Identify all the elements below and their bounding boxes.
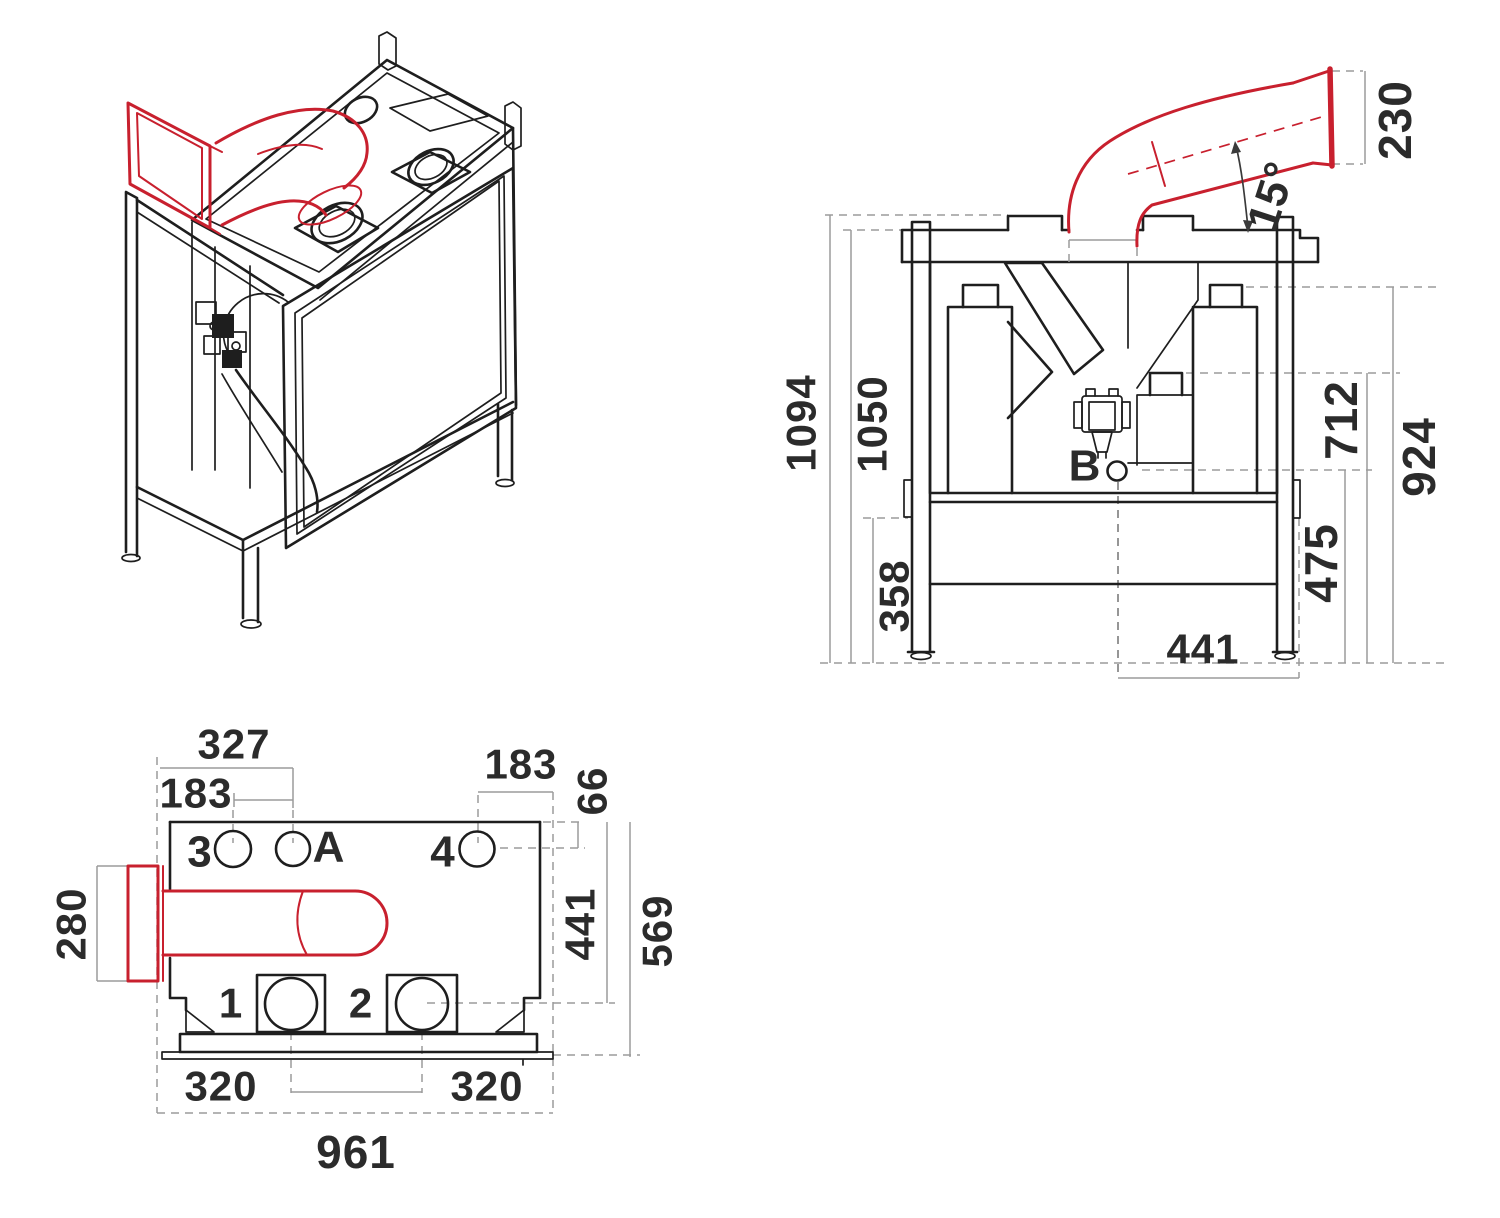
iso-duct-flange [126,101,212,230]
plan-red-duct [126,864,389,983]
iso-duct-entry [297,184,363,226]
plan-bottom-plate [161,1051,554,1066]
iso-collar-rear [390,147,472,195]
rear-left-post [903,220,936,661]
dim-mid-height: 712 [1315,380,1367,460]
rear-filter-right [1191,283,1259,495]
label-port-b: B [1069,442,1102,491]
rear-structure [900,214,1320,661]
rear-motor [1073,388,1131,459]
plan-structure [161,820,554,1066]
rear-funnel [1003,261,1199,420]
plan-port-2-box [385,973,459,1034]
dim-stand-height: 358 [871,559,918,632]
iso-right-post [504,101,522,151]
dim-depth-to-ports: 441 [557,887,604,960]
rear-duct-flange [1291,69,1334,167]
dim-duct-width: 280 [48,887,95,960]
plan-port-4-circle [458,830,496,868]
iso-fan-motor-assembly [195,292,319,514]
rear-collar-left [1006,214,1064,232]
iso-rear-post [378,31,397,71]
plan-dimension-labels: 327 183 183 66 441 569 280 320 320 961 3… [48,721,681,1179]
plan-port-1-circle [263,976,319,1032]
rear-collar-right [1141,214,1195,232]
iso-cabinet-body [190,31,522,550]
dim-front-offset: 327 [197,721,270,768]
plan-port-3-circle [213,829,253,869]
dim-right-port-offset: 183 [484,741,557,788]
plan-view: 327 183 183 66 441 569 280 320 320 961 3… [48,721,681,1179]
rear-elevation-view: 1094 1050 358 712 924 475 441 230 15° B [778,66,1445,679]
dim-bottom-right-offset: 320 [450,1063,523,1110]
plan-duct-flange [126,864,160,983]
label-port-4: 4 [430,828,455,877]
iso-vent-cutout [389,93,489,132]
rear-dimension-lines [820,70,1445,679]
rear-mid-collar [1148,371,1184,397]
label-port-a: A [313,823,346,872]
rear-filter-left [946,283,1014,495]
label-port-2: 2 [349,980,373,1027]
plan-port-2-circle [394,976,450,1032]
dim-total-depth: 569 [634,894,681,967]
rear-angle-arc [1231,141,1253,233]
dim-body-height: 1050 [849,375,896,472]
plan-gusset-left [185,1009,215,1033]
dim-port-row-offset: 66 [569,767,616,816]
plan-base-plate [178,1032,539,1054]
dim-left-port-offset: 183 [159,770,232,817]
rear-red-duct [1067,66,1335,248]
plan-dimension-lines [96,757,640,1114]
iso-collar-front [293,201,380,254]
dim-total-width: 961 [316,1126,396,1178]
dim-total-height: 1094 [778,374,825,471]
dim-frame-height: 924 [1393,417,1445,497]
rear-duct-centerline [1127,115,1326,175]
isometric-view [121,31,522,629]
plan-port-a-circle [274,830,312,868]
dim-duct-width: 230 [1369,80,1421,160]
dim-ledge-height: 475 [1295,523,1347,603]
iso-duct-elbow-inner [220,199,328,227]
dim-duct-angle: 15° [1238,155,1306,236]
iso-duct-elbow-outer [214,107,369,190]
plan-gusset-right [495,1009,525,1033]
dim-foot-offset: 441 [1166,626,1239,673]
label-port-3: 3 [187,828,212,877]
iso-port-round [343,95,379,125]
plan-port-1-box [255,973,327,1034]
rear-port-b-circle [1106,460,1128,482]
iso-frame-and-legs [121,190,515,629]
plan-duct-end [353,889,389,957]
dim-bottom-left-offset: 320 [184,1063,257,1110]
iso-red-duct [126,101,369,235]
iso-glass-door [281,166,518,550]
label-port-1: 1 [219,980,243,1027]
